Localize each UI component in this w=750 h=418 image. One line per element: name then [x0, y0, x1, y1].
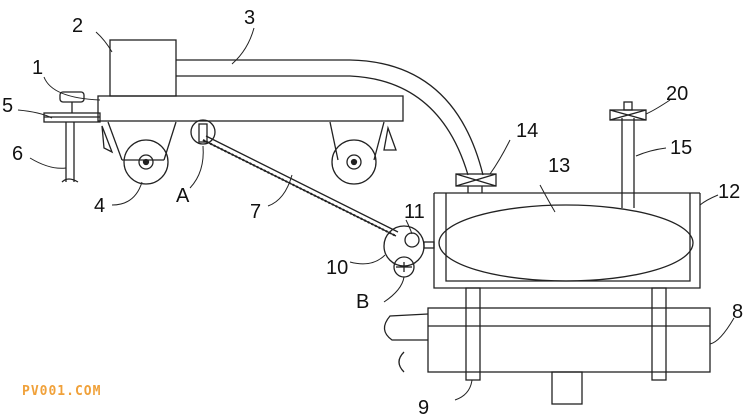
clip-b	[393, 256, 415, 278]
bent-pipe-3	[176, 59, 484, 176]
post-15	[621, 118, 635, 208]
label-13: 13	[548, 155, 570, 177]
label-b: B	[356, 291, 369, 313]
label-11: 11	[404, 201, 425, 223]
valve-14	[455, 173, 497, 193]
bladder-13	[438, 204, 694, 282]
label-5: 5	[2, 95, 13, 117]
rod-6	[61, 122, 79, 183]
label-1: 1	[32, 57, 43, 79]
label-20: 20	[666, 83, 688, 105]
label-3: 3	[244, 7, 255, 29]
base-plate	[97, 95, 404, 122]
label-6: 6	[12, 143, 23, 165]
label-4: 4	[94, 195, 105, 217]
cylinder-8	[383, 307, 711, 405]
ring-joint-10	[383, 225, 435, 267]
caster-wheel-4	[101, 121, 177, 185]
strap-9	[465, 287, 667, 381]
label-9: 9	[418, 397, 429, 418]
caster-wheel-right	[329, 121, 397, 185]
tank-housing-12	[433, 192, 701, 289]
label-15: 15	[670, 137, 692, 159]
box-component-2	[109, 39, 177, 97]
label-2: 2	[72, 15, 83, 37]
plate-5	[43, 112, 101, 123]
leader-lines	[17, 27, 735, 401]
label-10: 10	[326, 257, 348, 279]
label-a: A	[176, 185, 190, 207]
connecting-rod-7	[202, 135, 399, 237]
label-7: 7	[250, 201, 261, 223]
hinge-a	[190, 119, 216, 145]
label-12: 12	[718, 181, 740, 203]
label-8: 8	[732, 301, 743, 323]
cap-20	[609, 101, 647, 121]
label-14: 14	[516, 120, 538, 142]
watermark-text: PV001.COM	[22, 384, 102, 399]
knob-1	[59, 91, 85, 113]
